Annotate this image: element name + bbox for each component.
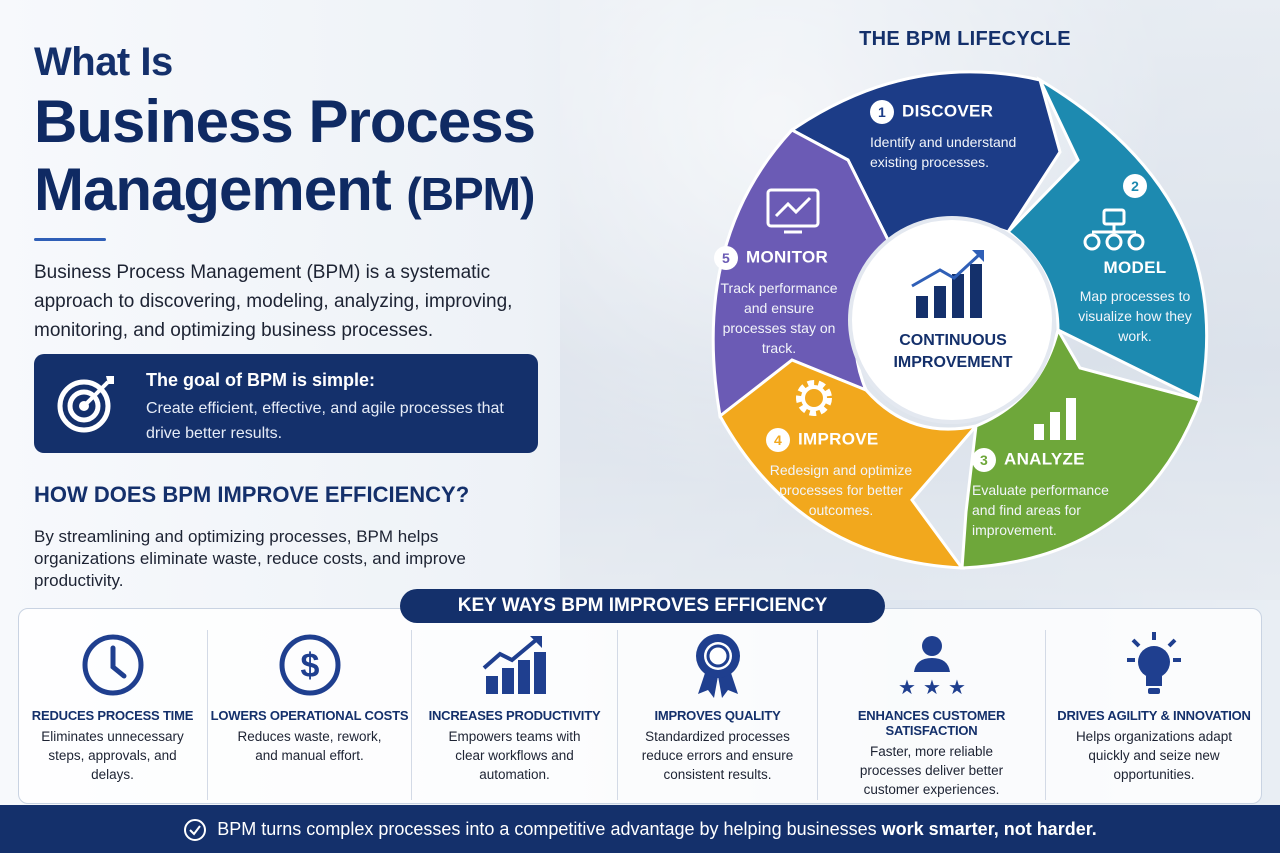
award-badge-icon — [695, 634, 740, 698]
svg-text:★: ★ — [923, 675, 941, 698]
lifecycle-title: THE BPM LIFECYCLE — [859, 28, 1071, 50]
way-title: IMPROVES QUALITY — [654, 708, 781, 723]
page-title-word: Management — [34, 156, 392, 223]
way-desc: Empowers teams with clear workflows and … — [448, 729, 581, 782]
way-item: ★ ★ ★ ENHANCES CUSTOMER SATISFACTION Fas… — [818, 630, 1046, 800]
way-title: REDUCES PROCESS TIME — [31, 708, 194, 723]
stage-number: 2 — [1123, 174, 1147, 198]
customer-stars-icon: ★ ★ ★ — [898, 636, 966, 698]
intro-paragraph: Business Process Management (BPM) is a s… — [34, 262, 513, 341]
way-title: ENHANCES CUSTOMER SATISFACTION — [857, 708, 1006, 738]
efficiency-text: By streamlining and optimizing processes… — [34, 527, 466, 590]
footer-text: BPM turns complex processes into a compe… — [217, 819, 882, 839]
svg-text:★: ★ — [948, 675, 966, 698]
growth-chart-icon — [482, 636, 546, 694]
stage-desc: Evaluate performance and find areas for … — [972, 482, 1109, 538]
target-icon — [57, 376, 114, 433]
stage-desc: Track performance and ensure processes s… — [720, 280, 838, 356]
goal-text: Create efficient, effective, and agile p… — [146, 400, 504, 442]
hierarchy-icon — [1083, 208, 1145, 251]
footer-emphasis: work smarter, not harder. — [881, 819, 1097, 839]
way-item: INCREASES PRODUCTIVITY Empowers teams wi… — [412, 630, 618, 800]
way-desc: Reduces waste, rework, and manual effort… — [237, 729, 382, 763]
stage-desc: Redesign and optimize processes for bett… — [769, 462, 913, 518]
footer-banner: BPM turns complex processes into a compe… — [0, 805, 1280, 853]
lightbulb-icon — [1127, 632, 1181, 694]
way-item: $ LOWERS OPERATIONAL COSTS Reduces waste… — [208, 630, 412, 800]
page-title-prefix: What Is — [34, 40, 173, 84]
way-desc: Helps organizations adapt quickly and se… — [1075, 729, 1233, 782]
way-desc: Faster, more reliable processes deliver … — [859, 744, 1004, 797]
clock-icon — [82, 634, 143, 696]
monitor-icon — [766, 188, 820, 234]
stage-monitor: 5 MONITOR Track performance and ensure pr… — [714, 246, 844, 358]
stage-title: DISCOVER — [902, 101, 994, 121]
way-desc: Eliminates unnecessary steps, approvals,… — [41, 729, 184, 782]
svg-text:★: ★ — [898, 675, 916, 698]
stage-title: ANALYZE — [1004, 449, 1085, 469]
title-divider — [34, 238, 106, 241]
stage-title: IMPROVE — [798, 429, 879, 449]
way-title: DRIVES AGILITY & INNOVATION — [1057, 708, 1251, 723]
way-title: LOWERS OPERATIONAL COSTS — [210, 708, 409, 723]
ways-list: REDUCES PROCESS TIME Eliminates unnecess… — [18, 630, 1262, 800]
stage-number: 3 — [972, 448, 996, 472]
check-circle-icon — [184, 819, 207, 842]
page-title-line2: Management (BPM) — [34, 156, 594, 228]
stage-number: 4 — [766, 428, 790, 452]
stage-analyze: 3 ANALYZE Evaluate performance and find a… — [972, 448, 1132, 540]
way-item: IMPROVES QUALITY Standardized processes … — [618, 630, 818, 800]
growth-chart-icon — [911, 250, 984, 318]
way-desc: Standardized processes reduce errors and… — [641, 729, 794, 782]
page-title-line1: Business Process — [34, 88, 536, 155]
stage-number: 1 — [870, 100, 894, 124]
page-title-abbr: (BPM) — [406, 168, 535, 220]
stage-improve: 4 IMPROVE Redesign and optimize processes… — [766, 428, 916, 520]
stage-model: 2 MODEL Map processes to visualize how t… — [1070, 174, 1200, 346]
lifecycle-wheel — [711, 70, 1209, 570]
stage-discover: 1 DISCOVER Identify and understand existi… — [870, 100, 1060, 172]
svg-text:$: $ — [300, 647, 319, 685]
stage-number: 5 — [714, 246, 738, 270]
dollar-icon: $ — [279, 634, 340, 696]
stage-desc: Identify and understand existing process… — [870, 134, 1017, 170]
stage-desc: Map processes to visualize how they work… — [1078, 288, 1192, 344]
bar-chart-icon — [1034, 398, 1076, 440]
wheel-center — [848, 216, 1056, 424]
way-item: DRIVES AGILITY & INNOVATION Helps organi… — [1046, 630, 1262, 800]
way-title: INCREASES PRODUCTIVITY — [428, 708, 601, 723]
stage-title: MONITOR — [746, 247, 829, 267]
way-item: REDUCES PROCESS TIME Eliminates unnecess… — [18, 630, 208, 800]
page-title: Business Process Management (BPM) — [34, 88, 594, 228]
goal-callout: The goal of BPM is simple: Create effici… — [34, 354, 538, 453]
center-label: CONTINUOUS IMPROVEMENT — [893, 332, 1013, 371]
gear-icon — [796, 380, 832, 416]
ways-panel — [18, 608, 1262, 804]
goal-title: The goal of BPM is simple: — [146, 370, 376, 390]
stage-title: MODEL — [1103, 258, 1167, 277]
efficiency-heading: HOW DOES BPM IMPROVE EFFICIENCY? — [34, 482, 470, 507]
ways-title: KEY WAYS BPM IMPROVES EFFICIENCY — [400, 589, 885, 623]
